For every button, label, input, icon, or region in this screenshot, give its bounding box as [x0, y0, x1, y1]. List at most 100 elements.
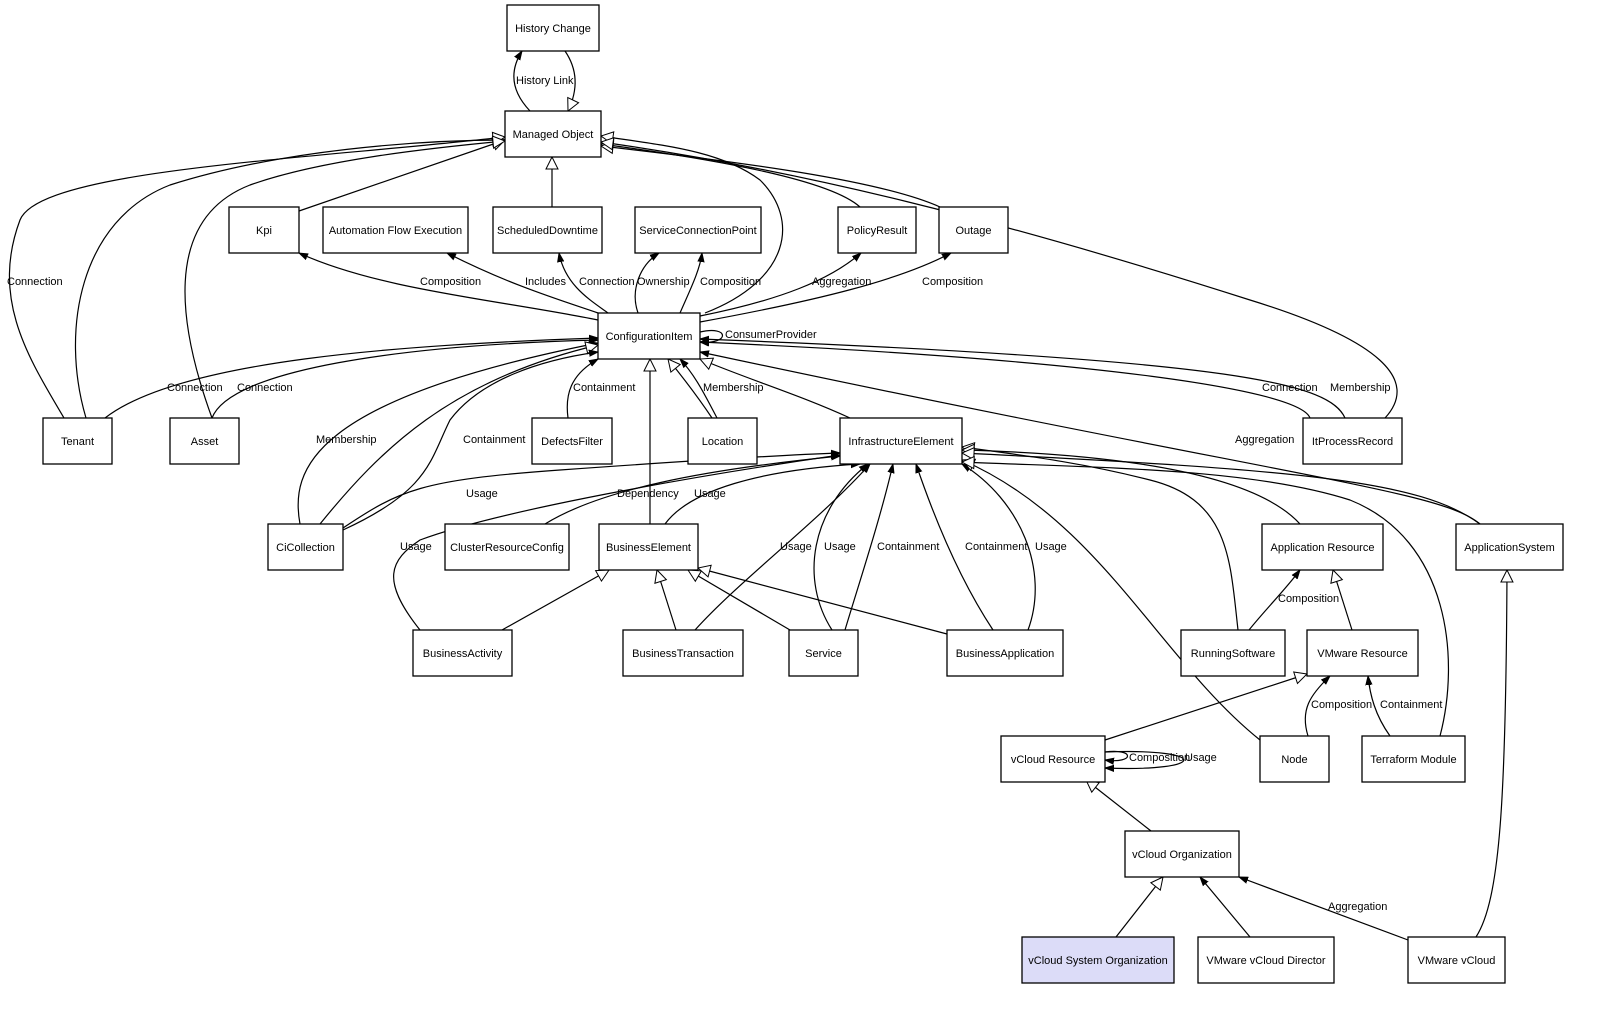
edge-label: Usage — [466, 488, 498, 500]
node-box[interactable] — [1306, 629, 1419, 677]
node-vmware-vcloud[interactable]: VMware vCloud — [1407, 936, 1506, 984]
node-box[interactable] — [938, 206, 1009, 254]
edge-label: Usage — [400, 541, 432, 553]
node-business-application[interactable]: BusinessApplication — [946, 629, 1064, 677]
inheritance-connector — [601, 136, 784, 314]
inheritance-connector — [962, 462, 1450, 737]
node-box[interactable] — [788, 629, 859, 677]
node-vmware-vcloud-director[interactable]: VMware vCloud Director — [1197, 936, 1335, 984]
node-box[interactable] — [228, 206, 300, 254]
edge-business-application-to-infrastructure-element — [962, 464, 1036, 631]
node-business-transaction[interactable]: BusinessTransaction — [622, 629, 744, 677]
node-label: PolicyResult — [847, 225, 908, 237]
edge-policy-result-to-managed-object — [601, 144, 861, 208]
node-configuration-item[interactable]: ConfigurationItem — [597, 312, 701, 360]
edge-node-to-vmware-resource — [1304, 676, 1330, 737]
node-box[interactable] — [839, 417, 963, 465]
node-label: BusinessApplication — [956, 648, 1054, 660]
node-box[interactable] — [837, 206, 917, 254]
node-service[interactable]: Service — [788, 629, 859, 677]
edge-label: Aggregation — [1235, 434, 1294, 446]
node-box[interactable] — [1000, 735, 1106, 783]
association-connector — [699, 253, 861, 317]
edge-label: Containment — [463, 434, 525, 446]
node-label: History Change — [515, 23, 591, 35]
node-box[interactable] — [531, 417, 613, 465]
node-box[interactable] — [1197, 936, 1335, 984]
node-cluster-resource-config[interactable]: ClusterResourceConfig — [444, 523, 570, 571]
edge-tenant-to-managed-object — [8, 137, 505, 419]
node-label: ClusterResourceConfig — [450, 542, 564, 554]
node-label: vCloud System Organization — [1028, 955, 1167, 967]
node-application-resource[interactable]: Application Resource — [1261, 523, 1384, 571]
node-box[interactable] — [946, 629, 1064, 677]
node-node[interactable]: Node — [1259, 735, 1330, 783]
association-connector — [211, 340, 598, 419]
node-automation-flow-execution[interactable]: Automation Flow Execution — [322, 206, 469, 254]
edge-running-software-to-application-resource — [1248, 570, 1300, 631]
edge-configuration-item-to-outage — [699, 253, 951, 323]
edge-label: Composition — [1278, 593, 1339, 605]
node-outage[interactable]: Outage — [938, 206, 1009, 254]
node-box[interactable] — [1259, 735, 1330, 783]
node-history-change[interactable]: History Change — [506, 4, 600, 52]
node-box[interactable] — [634, 206, 762, 254]
edge-label: Connection — [7, 276, 63, 288]
association-connector — [299, 253, 599, 321]
node-box[interactable] — [1261, 523, 1384, 571]
association-connector — [915, 464, 994, 631]
node-box[interactable] — [1180, 629, 1286, 677]
node-box[interactable] — [1361, 735, 1466, 783]
node-box[interactable] — [597, 312, 701, 360]
node-vcloud-resource[interactable]: vCloud Resource — [1000, 735, 1106, 783]
node-box[interactable] — [1124, 830, 1240, 878]
node-vcloud-organization[interactable]: vCloud Organization — [1124, 830, 1240, 878]
node-scheduled-downtime[interactable]: ScheduledDowntime — [492, 206, 603, 254]
node-managed-object[interactable]: Managed Object — [504, 110, 602, 158]
node-box[interactable] — [504, 110, 602, 158]
node-asset[interactable]: Asset — [169, 417, 240, 465]
node-box[interactable] — [1302, 417, 1403, 465]
edge-label: Usage — [1185, 752, 1217, 764]
node-vcloud-system-organization[interactable]: vCloud System Organization — [1021, 936, 1175, 984]
node-box[interactable] — [598, 523, 699, 571]
node-box[interactable] — [169, 417, 240, 465]
node-box[interactable] — [492, 206, 603, 254]
node-vmware-resource[interactable]: VMware Resource — [1306, 629, 1419, 677]
edge-configuration-item-to-automation-flow-execution — [447, 253, 599, 314]
node-policy-result[interactable]: PolicyResult — [837, 206, 917, 254]
node-box[interactable] — [1407, 936, 1506, 984]
edge-ci-collection-to-configuration-item — [297, 343, 598, 525]
node-application-system[interactable]: ApplicationSystem — [1455, 523, 1564, 571]
node-box[interactable] — [322, 206, 469, 254]
node-it-process-record[interactable]: ItProcessRecord — [1302, 417, 1403, 465]
node-box[interactable] — [412, 629, 513, 677]
node-box[interactable] — [1455, 523, 1564, 571]
node-running-software[interactable]: RunningSoftware — [1180, 629, 1286, 677]
node-service-connection-point[interactable]: ServiceConnectionPoint — [634, 206, 762, 254]
node-box[interactable] — [1021, 936, 1175, 984]
node-business-activity[interactable]: BusinessActivity — [412, 629, 513, 677]
node-box[interactable] — [506, 4, 600, 52]
node-box[interactable] — [267, 523, 344, 571]
node-box[interactable] — [622, 629, 744, 677]
node-location[interactable]: Location — [687, 417, 758, 465]
node-business-element[interactable]: BusinessElement — [598, 523, 699, 571]
node-ci-collection[interactable]: CiCollection — [267, 523, 344, 571]
inheritance-connector — [601, 142, 1398, 419]
node-tenant[interactable]: Tenant — [42, 417, 113, 465]
edge-configuration-item-to-configuration-item — [700, 329, 723, 343]
node-defects-filter[interactable]: DefectsFilter — [531, 417, 613, 465]
node-kpi[interactable]: Kpi — [228, 206, 300, 254]
edge-outage-to-managed-object — [601, 146, 941, 208]
node-label: Application Resource — [1271, 542, 1375, 554]
node-box[interactable] — [444, 523, 570, 571]
inheritance-connector — [601, 146, 941, 208]
node-box[interactable] — [42, 417, 113, 465]
edge-vmware-vcloud-director-to-vcloud-organization — [1200, 877, 1251, 938]
node-infrastructure-element[interactable]: InfrastructureElement — [839, 417, 963, 465]
node-terraform-module[interactable]: Terraform Module — [1361, 735, 1466, 783]
edge-application-system-to-configuration-item — [700, 352, 1481, 525]
node-box[interactable] — [687, 417, 758, 465]
